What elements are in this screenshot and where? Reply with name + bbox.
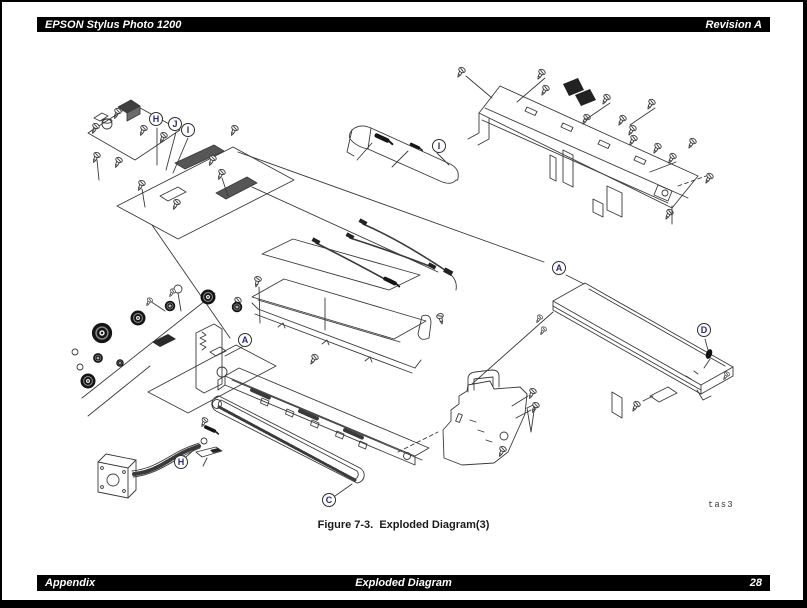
- callout-i-board: I: [181, 123, 195, 137]
- footer-section: Appendix: [45, 577, 96, 589]
- figure-caption: Figure 7-3. Exploded Diagram(3): [317, 519, 490, 531]
- paper-support-panel: [533, 274, 734, 419]
- footer-page-number: 28: [749, 577, 762, 589]
- callout-j-board: J: [168, 117, 182, 131]
- page-border-top: [0, 0, 807, 2]
- callout-c-belt: C: [322, 493, 336, 507]
- drawing-id: tas3: [708, 500, 734, 510]
- callout-h-motor: H: [174, 455, 188, 469]
- callout-a-panel: A: [552, 261, 566, 275]
- upper-frame-assembly: [454, 65, 715, 225]
- callout-a-roller: A: [238, 333, 252, 347]
- carriage-rail-and-belt: [198, 367, 430, 497]
- paper-guide-sheets: [230, 238, 446, 374]
- footer-bar: Exploded Diagram Appendix 28: [37, 575, 770, 591]
- side-bracket: [442, 369, 541, 466]
- callout-h-board: H: [149, 112, 163, 126]
- footer-title: Exploded Diagram: [355, 577, 452, 589]
- callout-d-panel: D: [697, 323, 711, 337]
- header-bar: EPSON Stylus Photo 1200 Revision A: [37, 17, 770, 32]
- header-product-title: EPSON Stylus Photo 1200: [45, 18, 182, 31]
- carriage-motor: [97, 423, 223, 499]
- header-revision: Revision A: [705, 18, 762, 31]
- page-border-right: [803, 0, 807, 608]
- callout-i-handle: I: [432, 139, 446, 153]
- page-border-bottom: [0, 600, 807, 608]
- head-cable-guide: [346, 125, 459, 184]
- circuit-board-assembly: [87, 99, 295, 240]
- roller-assembly: [71, 284, 277, 414]
- page-border-left: [0, 0, 2, 608]
